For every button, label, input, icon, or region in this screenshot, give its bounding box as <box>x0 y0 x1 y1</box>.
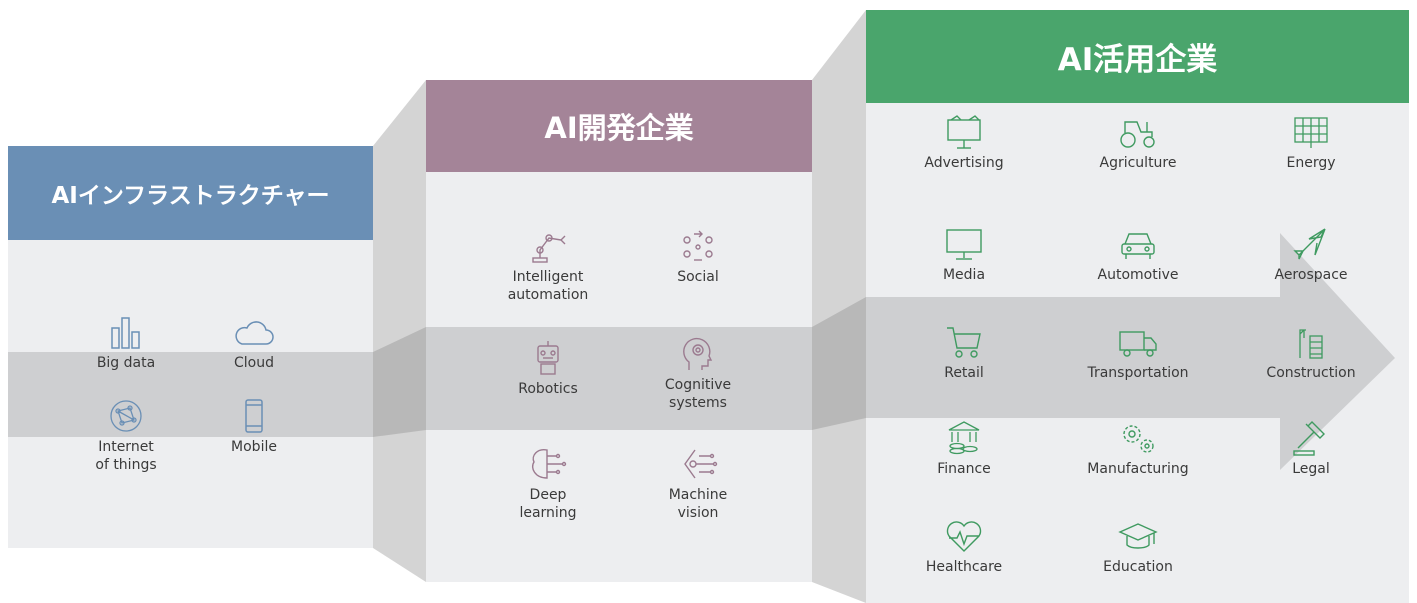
airplane-icon <box>1293 228 1326 260</box>
item-advertising: Advertising <box>899 114 1029 172</box>
item-label: Aerospace <box>1274 267 1348 283</box>
item-agriculture: Agriculture <box>1073 114 1203 172</box>
item-machine-vision: Machine vision <box>633 446 763 522</box>
header-ai-developers: AI開発企業 <box>426 80 812 172</box>
item-intelligent-automation: Intelligent automation <box>483 228 613 304</box>
item-label: Mobile <box>231 439 277 455</box>
item-education: Education <box>1073 518 1203 576</box>
item-label: Automotive <box>1097 267 1179 283</box>
item-cognitive-systems: Cognitive systems <box>633 336 763 412</box>
tractor-icon <box>1120 121 1155 148</box>
item-legal: Legal <box>1246 420 1376 478</box>
people-network-icon <box>683 230 713 261</box>
graduation-cap-icon <box>1118 523 1158 549</box>
item-manufacturing: Manufacturing <box>1073 420 1203 478</box>
gavel-icon <box>1293 421 1325 456</box>
item-label: Cognitive systems <box>664 377 732 411</box>
heart-pulse-icon <box>946 521 982 552</box>
item-label: Finance <box>937 461 991 477</box>
item-media: Media <box>899 226 1029 284</box>
network-globe-icon <box>110 400 142 432</box>
header-ai-adopters: AI活用企業 <box>866 10 1409 103</box>
item-mobile: Mobile <box>189 398 319 456</box>
billboard-icon <box>947 115 981 149</box>
construction-icon <box>1299 329 1323 359</box>
connector-dev-use <box>812 10 866 603</box>
item-label: Big data <box>96 355 156 371</box>
item-deep-learning: Deep learning <box>483 446 613 522</box>
item-big-data: Big data <box>61 314 191 372</box>
brain-circuit-icon <box>531 448 567 479</box>
item-label: Media <box>942 267 986 283</box>
item-label: Internet of things <box>95 439 157 473</box>
item-label: Healthcare <box>925 559 1003 575</box>
car-icon <box>1121 233 1155 259</box>
item-transportation: Transportation <box>1073 324 1203 382</box>
robot-head-icon <box>537 341 559 375</box>
panel-infrastructure <box>8 240 373 548</box>
item-label: Social <box>677 269 719 285</box>
item-label: Advertising <box>924 155 1004 171</box>
connector-infra-dev <box>373 80 426 582</box>
cloud-icon <box>235 321 274 345</box>
item-aerospace: Aerospace <box>1246 226 1376 284</box>
item-label: Energy <box>1286 155 1336 171</box>
head-gear-icon <box>683 337 713 370</box>
eye-circuit-icon <box>684 449 718 479</box>
mobile-phone-icon <box>245 399 263 433</box>
item-automotive: Automotive <box>1073 226 1203 284</box>
item-label: Agriculture <box>1099 155 1177 171</box>
item-energy: Energy <box>1246 114 1376 172</box>
item-cloud: Cloud <box>189 314 319 372</box>
progress-arrow <box>8 233 1395 470</box>
item-construction: Construction <box>1246 324 1376 382</box>
header-ai-infrastructure: AIインフラストラクチャー <box>8 146 373 240</box>
item-label: Cloud <box>234 355 274 371</box>
bank-coins-icon <box>948 421 980 455</box>
bar-chart-icon <box>111 317 140 349</box>
item-label: Robotics <box>518 381 578 397</box>
item-robotics: Robotics <box>483 340 613 398</box>
item-internet-of-things: Internet of things <box>61 398 191 474</box>
item-social: Social <box>633 228 763 286</box>
truck-icon <box>1119 331 1157 357</box>
item-retail: Retail <box>899 324 1029 382</box>
item-finance: Finance <box>899 420 1029 478</box>
item-label: Manufacturing <box>1087 461 1189 477</box>
item-label: Retail <box>944 365 984 381</box>
item-label: Transportation <box>1087 365 1189 381</box>
item-label: Deep learning <box>519 487 577 521</box>
robot-arm-icon <box>532 234 566 263</box>
item-label: Construction <box>1266 365 1356 381</box>
solar-panel-icon <box>1294 117 1328 148</box>
item-label: Machine vision <box>668 487 728 521</box>
item-label: Legal <box>1292 461 1330 477</box>
item-label: Education <box>1103 559 1173 575</box>
monitor-icon <box>946 229 982 260</box>
gears-icon <box>1123 425 1154 453</box>
panel-developers <box>426 172 812 582</box>
shopping-cart-icon <box>947 327 981 358</box>
item-label: Intelligent automation <box>507 269 589 303</box>
item-healthcare: Healthcare <box>899 518 1029 576</box>
